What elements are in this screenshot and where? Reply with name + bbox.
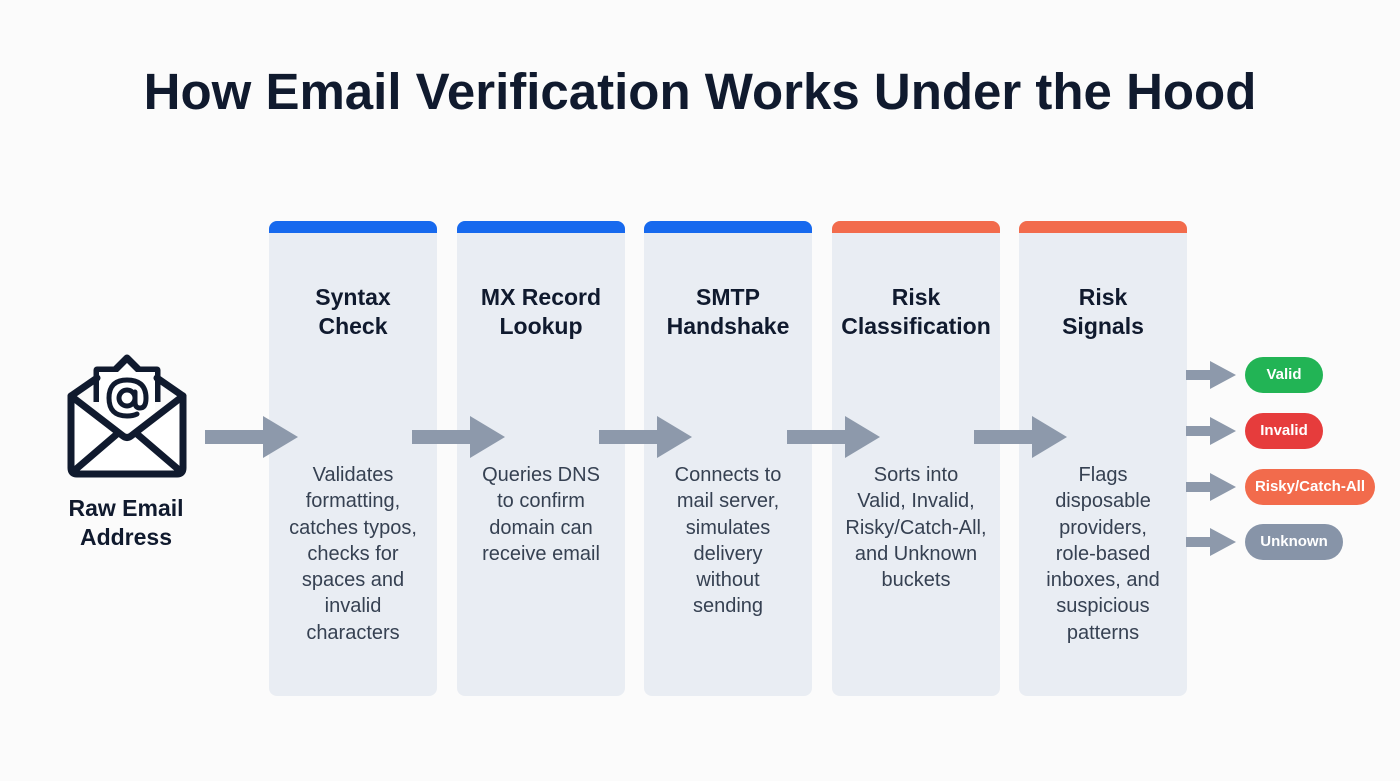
step-description-line: Queries DNS <box>482 464 600 486</box>
outcome-arrow <box>1186 471 1240 503</box>
step-description-line: disposable <box>1055 490 1151 513</box>
envelope-at-icon <box>67 354 187 478</box>
step-description-line: catches typos, <box>289 516 417 539</box>
step-description-line: characters <box>306 621 400 644</box>
step-description-line: role-based <box>1055 542 1151 565</box>
step-title-line: Risk <box>891 284 941 310</box>
step-title: SMTP Handshake <box>644 283 812 341</box>
step-description: Connects to mail server, simulates delivery… <box>650 462 806 620</box>
step-description-line: receive email <box>482 542 600 565</box>
step-description-line: without <box>696 569 760 592</box>
outcome-badge: Unknown <box>1245 524 1343 560</box>
step-description-line: providers, <box>1059 516 1147 539</box>
step-description-line: Sorts into <box>873 464 959 486</box>
flow-arrow <box>597 414 697 460</box>
step-description-line: spaces and <box>301 569 405 592</box>
step-description-line: mail server, <box>676 490 780 513</box>
step-title-line: Signals <box>1062 313 1144 339</box>
outcome-badge: Valid <box>1245 357 1323 393</box>
step-description-line: Risky/Catch-All, <box>845 516 987 539</box>
source-label-line2: Address <box>79 524 173 550</box>
step-description-line: invalid <box>324 595 382 618</box>
step-accent-bar <box>832 221 1000 233</box>
step-description-line: inboxes, and <box>1046 569 1160 592</box>
step-title-line: SMTP <box>696 284 760 310</box>
step-accent-bar <box>1019 221 1187 233</box>
outcome-arrow <box>1186 415 1240 447</box>
step-accent-bar <box>269 221 437 233</box>
step-accent-bar <box>457 221 625 233</box>
flow-arrow <box>410 414 510 460</box>
step-description-line: patterns <box>1066 621 1140 644</box>
step-description-line: and Unknown <box>854 542 978 565</box>
step-title-line: MX Record <box>480 284 602 310</box>
outcome-arrow <box>1186 359 1240 391</box>
page-title: How Email Verification Works Under the H… <box>143 63 1257 120</box>
step-description: Flags disposable providers, role-based inbox… <box>1025 462 1181 646</box>
step-description-line: to confirm <box>497 490 585 513</box>
outcome-arrow <box>1186 526 1240 558</box>
step-description-line: suspicious <box>1056 595 1150 618</box>
step-title-line: Handshake <box>666 313 790 339</box>
step-description: Queries DNS to confirm domain can receive e… <box>463 462 619 567</box>
step-title-line: Syntax <box>315 284 391 310</box>
step-description-line: Validates <box>312 464 394 486</box>
step-description-line: delivery <box>693 542 763 565</box>
step-description-line: checks for <box>307 542 399 565</box>
flow-arrow <box>785 414 885 460</box>
step-description-line: simulates <box>685 516 771 539</box>
step-description-line: Valid, Invalid, <box>857 490 975 513</box>
step-title-line: Classification <box>841 313 991 339</box>
step-description-line: formatting, <box>305 490 401 513</box>
flow-arrow <box>203 414 303 460</box>
step-title-line: Check <box>318 313 388 339</box>
outcome-badge: Risky/Catch-All <box>1245 469 1375 505</box>
step-accent-bar <box>644 221 812 233</box>
step-description-line: buckets <box>881 569 951 592</box>
step-description-line: Flags <box>1078 464 1128 486</box>
flow-arrow <box>972 414 1072 460</box>
step-title-line: Lookup <box>499 313 583 339</box>
outcome-badge: Invalid <box>1245 413 1323 449</box>
step-description-line: sending <box>692 595 764 618</box>
step-title-line: Risk <box>1078 284 1128 310</box>
step-description-line: Connects to <box>674 464 782 486</box>
step-description: Validates formatting, catches typos, checks… <box>275 462 431 646</box>
source-label: Raw Email Address <box>40 494 212 552</box>
source-label-line1: Raw Email <box>68 495 184 521</box>
step-description-line: domain can <box>489 516 593 539</box>
